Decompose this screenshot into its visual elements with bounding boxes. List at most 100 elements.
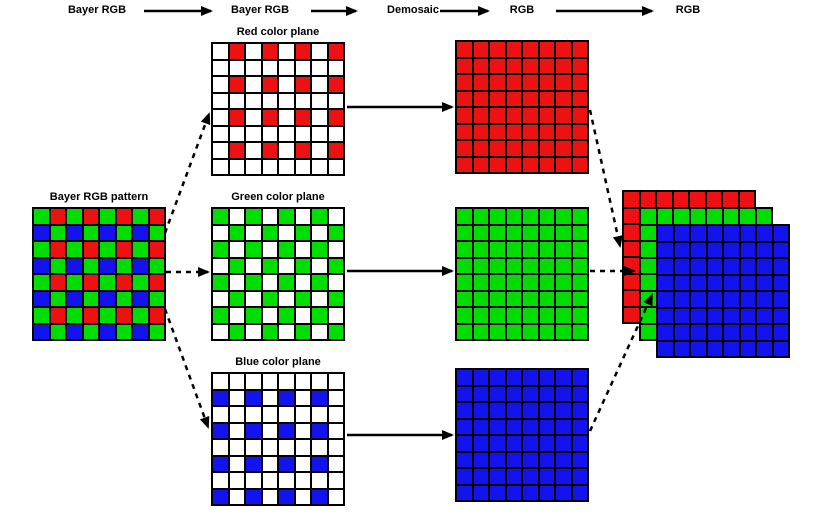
pixel-cell — [539, 157, 554, 172]
pixel-cell — [506, 108, 521, 123]
pixel-cell — [690, 192, 705, 207]
pixel-cell — [262, 324, 277, 339]
pixel-cell — [295, 110, 310, 125]
pixel-cell — [100, 275, 115, 290]
flow-step-rgb-2: RGB — [675, 4, 701, 16]
pixel-cell — [506, 275, 521, 290]
pixel-cell — [773, 275, 788, 290]
pixel-cell — [690, 209, 705, 224]
pixel-cell — [506, 91, 521, 106]
pixel-cell — [246, 456, 261, 471]
pixel-cell — [328, 159, 343, 174]
pixel-cell — [67, 308, 82, 323]
pixel-cell — [262, 110, 277, 125]
pixel-cell — [328, 440, 343, 455]
pixel-cell — [328, 407, 343, 422]
pixel-cell — [473, 75, 488, 90]
pixel-cell — [213, 489, 228, 504]
pixel-cell — [229, 110, 244, 125]
pixel-cell — [523, 42, 538, 57]
pixel-cell — [556, 225, 571, 240]
pixel-cell — [328, 143, 343, 158]
pixel-cell — [279, 242, 294, 257]
pixel-cell — [757, 292, 772, 307]
pixel-cell — [707, 275, 722, 290]
pixel-cell — [312, 143, 327, 158]
pixel-cell — [312, 308, 327, 323]
pixel-cell — [490, 258, 505, 273]
pixel-cell — [757, 325, 772, 340]
pixel-cell — [624, 258, 639, 273]
pixel-cell — [312, 44, 327, 59]
pixel-cell — [34, 275, 49, 290]
pixel-cell — [67, 324, 82, 339]
pixel-cell — [457, 403, 472, 418]
pixel-cell — [279, 126, 294, 141]
pixel-cell — [262, 440, 277, 455]
pixel-cell — [658, 242, 673, 257]
pixel-cell — [506, 42, 521, 57]
pixel-cell — [246, 44, 261, 59]
pixel-cell — [506, 324, 521, 339]
pixel-cell — [539, 108, 554, 123]
pixel-cell — [246, 159, 261, 174]
pixel-cell — [83, 242, 98, 257]
pixel-cell — [539, 258, 554, 273]
pixel-cell — [506, 291, 521, 306]
pixel-cell — [116, 258, 131, 273]
pixel-cell — [328, 390, 343, 405]
pixel-cell — [50, 275, 65, 290]
pixel-cell — [116, 275, 131, 290]
pixel-cell — [473, 124, 488, 139]
pixel-cell — [757, 308, 772, 323]
pixel-cell — [229, 209, 244, 224]
pixel-cell — [473, 291, 488, 306]
pixel-cell — [457, 242, 472, 257]
pixel-cell — [556, 386, 571, 401]
pixel-cell — [506, 242, 521, 257]
pixel-cell — [279, 209, 294, 224]
pixel-cell — [213, 225, 228, 240]
pixel-cell — [707, 292, 722, 307]
pixel-cell — [523, 75, 538, 90]
pixel-cell — [523, 452, 538, 467]
pixel-cell — [740, 325, 755, 340]
pixel-cell — [312, 324, 327, 339]
pixel-cell — [523, 469, 538, 484]
pixel-cell — [229, 489, 244, 504]
pixel-cell — [149, 258, 164, 273]
pixel-cell — [556, 75, 571, 90]
pixel-cell — [312, 60, 327, 75]
pixel-cell — [658, 308, 673, 323]
pixel-cell — [312, 291, 327, 306]
pixel-cell — [328, 489, 343, 504]
pixel-cell — [262, 258, 277, 273]
pixel-cell — [556, 157, 571, 172]
pixel-cell — [295, 423, 310, 438]
pixel-cell — [328, 258, 343, 273]
pixel-cell — [295, 93, 310, 108]
pixel-cell — [556, 485, 571, 500]
stack-blue-layer-grid — [656, 224, 790, 358]
pixel-cell — [213, 242, 228, 257]
pixel-cell — [506, 141, 521, 156]
pixel-cell — [328, 93, 343, 108]
pixel-cell — [213, 324, 228, 339]
pixel-cell — [149, 242, 164, 257]
pixel-cell — [34, 258, 49, 273]
pixel-cell — [506, 225, 521, 240]
pixel-cell — [490, 324, 505, 339]
pixel-cell — [133, 242, 148, 257]
pixel-cell — [674, 259, 689, 274]
pixel-cell — [490, 91, 505, 106]
pixel-cell — [312, 126, 327, 141]
pixel-cell — [328, 324, 343, 339]
pixel-cell — [674, 275, 689, 290]
pixel-cell — [457, 452, 472, 467]
pixel-cell — [490, 436, 505, 451]
pixel-cell — [490, 403, 505, 418]
pixel-cell — [740, 275, 755, 290]
pixel-cell — [641, 324, 656, 339]
pixel-cell — [490, 469, 505, 484]
pixel-cell — [457, 469, 472, 484]
